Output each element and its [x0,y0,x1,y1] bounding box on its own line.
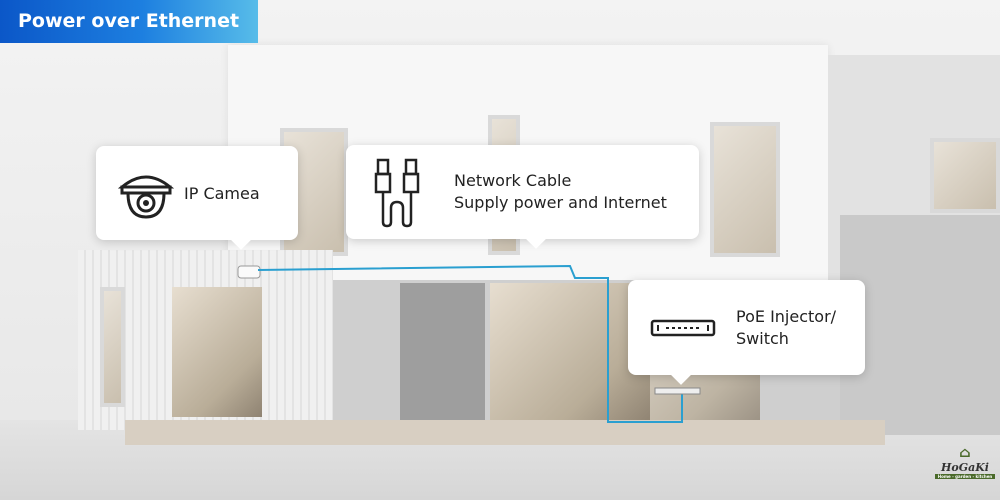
ip-camera-device [237,265,261,279]
callout-subtitle: Supply power and Internet [454,193,667,212]
logo-tagline: Home - garden - kitchen [935,474,995,479]
ethernet-cable-icon [374,158,420,228]
callout-title: PoE Injector/ [736,306,837,326]
house-side-wall [840,215,1000,435]
deck [125,420,885,445]
window [172,287,262,417]
callout-poe-switch: PoE Injector/ Switch [628,280,865,385]
brand-logo: ⌂ HoGaKi Home - garden - kitchen [935,445,995,479]
callout-title: Network Cable [454,171,572,190]
callout-label: IP Camea [184,183,260,203]
dome-camera-icon [118,175,174,219]
wall-panel [400,283,485,423]
window [100,287,125,407]
cable-path [257,264,683,423]
callout-network-cable: Network Cable Supply power and Internet [346,145,699,249]
callout-subtitle: Switch [736,328,789,348]
glass-door [490,283,650,423]
logo-name: HoGaKi [941,461,989,474]
poe-switch-icon [650,319,716,336]
poe-device [654,387,701,395]
page-title: Power over Ethernet [0,0,258,43]
leaf-house-icon: ⌂ [959,445,971,461]
callout-ip-camera: IP Camea [96,146,298,250]
window [930,138,1000,213]
window [710,122,780,257]
